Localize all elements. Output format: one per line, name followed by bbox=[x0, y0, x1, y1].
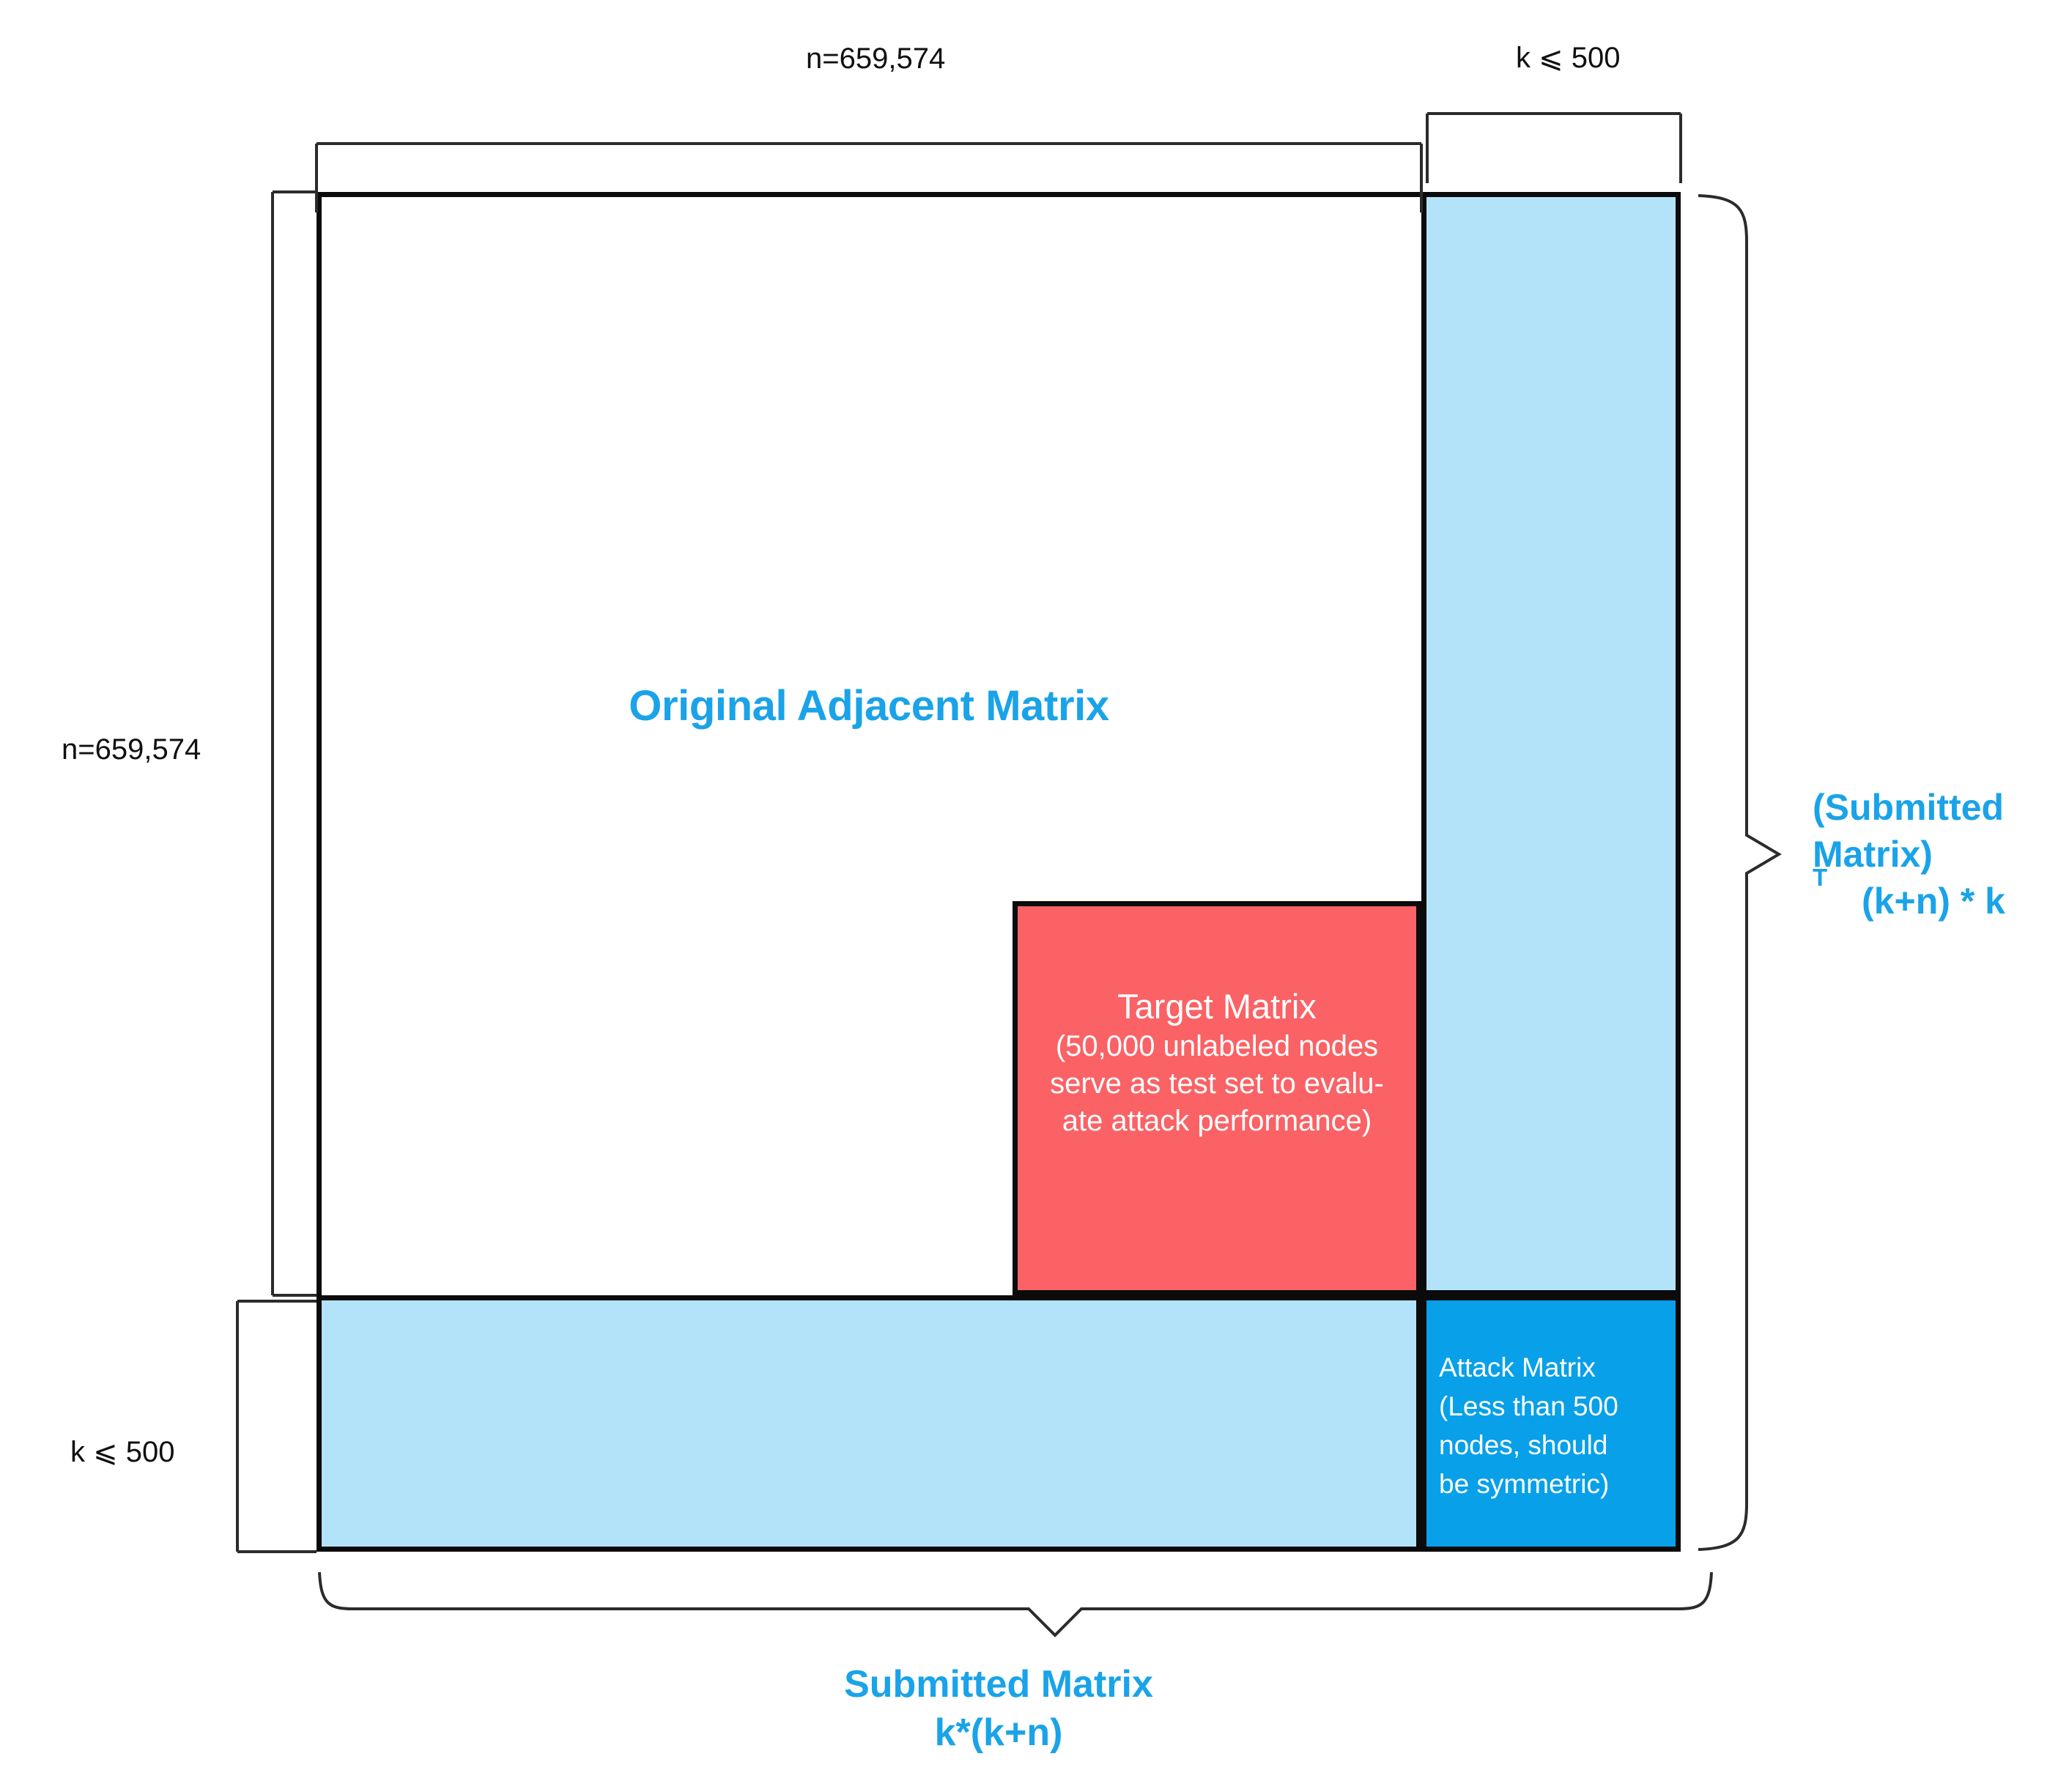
left-dimension-label-n: n=659,574 bbox=[62, 733, 201, 766]
bottom-curly-brace bbox=[318, 1571, 1713, 1637]
target-matrix-title: Target Matrix bbox=[1117, 987, 1317, 1026]
attack-matrix-line-4: be symmetric) bbox=[1439, 1469, 1610, 1499]
submitted-matrix-row bbox=[317, 1295, 1421, 1552]
top-dimension-label-k: k ⩽ 500 bbox=[1516, 42, 1621, 74]
left-bracket-n bbox=[271, 190, 317, 1297]
submitted-matrix-transpose-column bbox=[1421, 192, 1681, 1295]
submitted-matrix-transpose-label: (Submitted Matrix)T (k+n) * k bbox=[1813, 784, 2054, 925]
submitted-matrix-label: Submitted Matrix k*(k+n) bbox=[317, 1660, 1681, 1757]
right-curly-brace bbox=[1698, 194, 1782, 1551]
target-matrix-line-2: serve as test set to evalu- bbox=[1050, 1067, 1384, 1100]
attack-matrix-line-3: nodes, should bbox=[1439, 1430, 1608, 1460]
right-label-line-2-text: Matrix) bbox=[1813, 834, 1933, 875]
target-matrix-block bbox=[1013, 901, 1421, 1295]
left-dimension-label-k: k ⩽ 500 bbox=[70, 1436, 175, 1468]
attack-matrix-line-2: (Less than 500 bbox=[1439, 1391, 1618, 1421]
right-label-line-2: Matrix)T bbox=[1813, 831, 2054, 889]
top-dimension-label-n: n=659,574 bbox=[806, 42, 946, 75]
right-label-line-1: (Submitted bbox=[1813, 787, 2005, 828]
bottom-label-line-2: k*(k+n) bbox=[934, 1711, 1063, 1754]
target-matrix-line-3: ate attack performance) bbox=[1062, 1105, 1372, 1137]
original-matrix-label: Original Adjacent Matrix bbox=[629, 682, 1109, 730]
target-matrix-caption: Target Matrix (50,000 unlabeled nodes se… bbox=[1013, 985, 1421, 1140]
right-label-line-3: (k+n) * k bbox=[1862, 881, 2005, 922]
attack-matrix-caption: Attack Matrix (Less than 500 nodes, shou… bbox=[1439, 1348, 1681, 1503]
target-matrix-line-1: (50,000 unlabeled nodes bbox=[1055, 1030, 1379, 1062]
left-bracket-k bbox=[236, 1300, 317, 1553]
bottom-label-line-1: Submitted Matrix bbox=[844, 1663, 1153, 1706]
top-bracket-k bbox=[1426, 112, 1682, 183]
attack-matrix-line-1: Attack Matrix bbox=[1439, 1352, 1596, 1382]
attack-matrix-block bbox=[1421, 1295, 1681, 1552]
